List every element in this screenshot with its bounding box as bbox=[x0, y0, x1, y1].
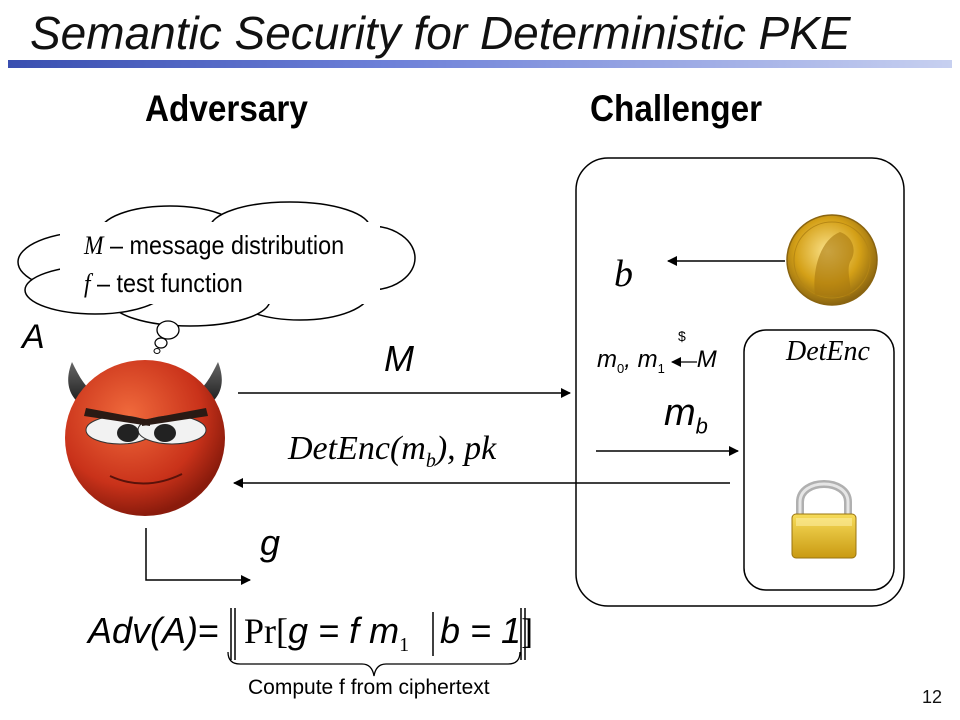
thought-bubble-small bbox=[153, 348, 161, 354]
output-g-label: g bbox=[260, 522, 281, 563]
challenger-box bbox=[575, 157, 905, 607]
thought-bubble-medium bbox=[154, 337, 168, 349]
bit-label: b bbox=[614, 253, 633, 295]
message-M-label: M bbox=[384, 338, 414, 379]
thought-line-2: f – test function bbox=[84, 268, 243, 298]
mb-label: mb bbox=[664, 392, 708, 439]
detenc-box bbox=[743, 329, 895, 591]
thought-bubble-large bbox=[156, 320, 180, 340]
detenc-box-label: DetEnc bbox=[786, 336, 870, 367]
brace bbox=[227, 651, 521, 677]
page-number: 12 bbox=[921, 687, 942, 707]
formula-prob: Pr[g = f m1 bbox=[244, 610, 410, 657]
adversary-heading: Adversary bbox=[145, 88, 308, 129]
brace-caption: Compute f from ciphertext bbox=[248, 676, 490, 699]
formula-condition: b = 1] bbox=[440, 610, 534, 651]
arrow-adversary-output bbox=[145, 528, 251, 585]
devil-icon bbox=[65, 360, 225, 516]
ciphertext-label: DetEnc(mb), pk bbox=[288, 430, 497, 472]
challenger-heading: Challenger bbox=[590, 88, 763, 129]
thought-line-1: M – message distribution bbox=[84, 230, 345, 260]
slide-title: Semantic Security for Deterministic PKE bbox=[30, 7, 851, 59]
coin-icon bbox=[786, 214, 878, 306]
advantage-formula: Adv(A)= bbox=[88, 610, 220, 651]
adversary-label: A bbox=[22, 318, 45, 356]
lock-icon bbox=[791, 480, 857, 559]
random-sample-symbol: $ bbox=[678, 328, 686, 344]
title-underline bbox=[8, 60, 952, 68]
